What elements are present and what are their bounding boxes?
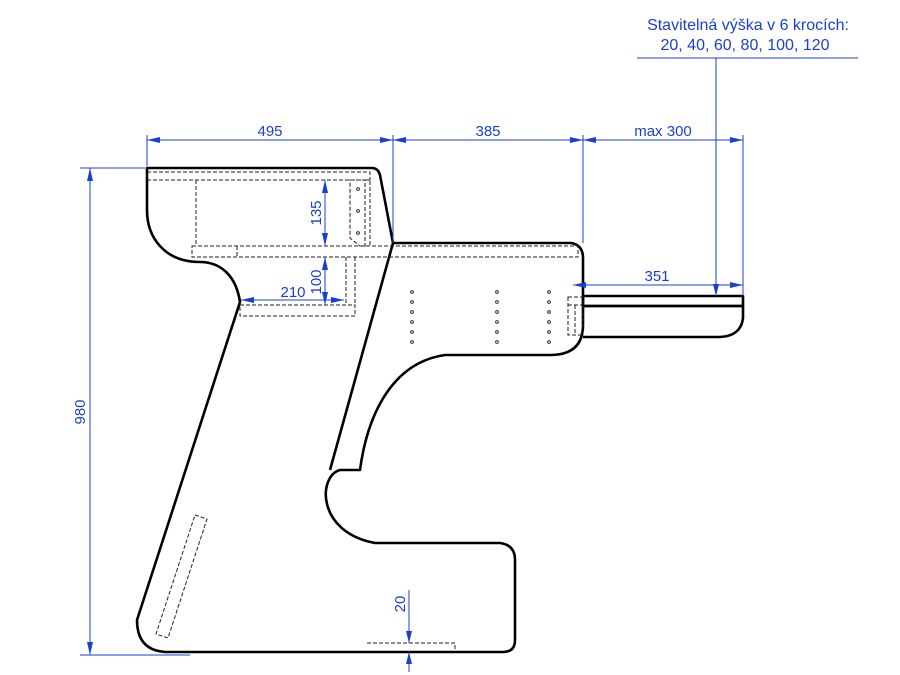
dim-351: 351 (644, 268, 669, 285)
hidden-lines (146, 171, 584, 652)
adjustable-height-note-line1: Stavitelná výška v 6 krocích: (647, 17, 849, 34)
desk-outline (135, 166, 585, 654)
dim-20: 20 (392, 596, 409, 613)
adjustment-holes (356, 187, 551, 344)
keyboard-tray (581, 294, 745, 308)
adjustable-height-note-line2: 20, 40, 60, 80, 100, 120 (660, 37, 829, 54)
dim-100: 100 (308, 269, 325, 294)
dim-210: 210 (280, 284, 305, 301)
dim-495: 495 (257, 123, 282, 140)
dim-980: 980 (72, 399, 89, 424)
dim-135: 135 (308, 200, 325, 225)
dim-385: 385 (475, 123, 500, 140)
dimension-lines (80, 57, 858, 672)
dim-max-300: max 300 (634, 123, 692, 140)
column-edge (328, 242, 395, 471)
tray-bottom (583, 304, 745, 339)
